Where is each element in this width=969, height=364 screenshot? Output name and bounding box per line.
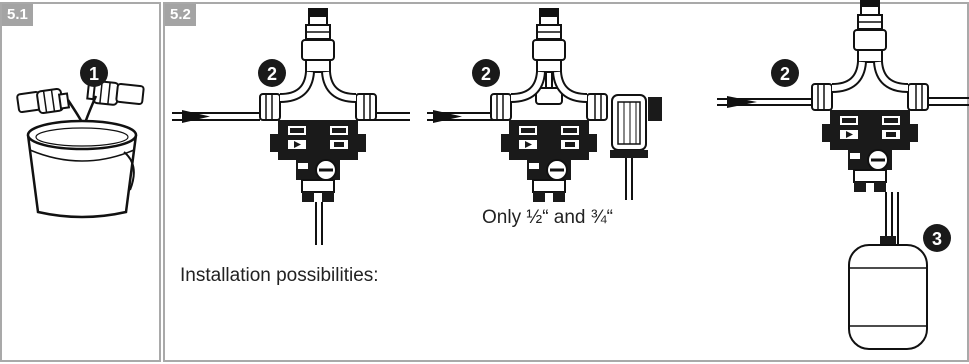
flow-arrow-1 — [172, 110, 260, 123]
svg-text:2: 2 — [267, 64, 277, 84]
step-badge-2a: 2 — [258, 59, 286, 87]
flow-arrow-3 — [717, 96, 820, 108]
caption-installation-possibilities: Installation possibilities: — [180, 265, 379, 286]
valve-group-1 — [260, 8, 410, 245]
bucket-illustration — [16, 80, 145, 219]
svg-text:2: 2 — [481, 64, 491, 84]
svg-text:3: 3 — [932, 229, 942, 249]
step-badge-1: 1 — [80, 59, 108, 87]
caption-sizes-note: Only ½“ and ¾“ — [482, 207, 613, 228]
svg-text:2: 2 — [780, 64, 790, 84]
valve-group-3 — [812, 0, 969, 245]
step-badge-3: 3 — [923, 224, 951, 252]
valve-group-2 — [491, 8, 662, 202]
svg-text:1: 1 — [89, 64, 99, 84]
panel-label-5-2: 5.2 — [165, 4, 196, 26]
step-badge-2b: 2 — [472, 59, 500, 87]
expansion-tank — [848, 236, 928, 350]
step-badge-2c: 2 — [771, 59, 799, 87]
panel-label-5-1: 5.1 — [2, 4, 33, 26]
